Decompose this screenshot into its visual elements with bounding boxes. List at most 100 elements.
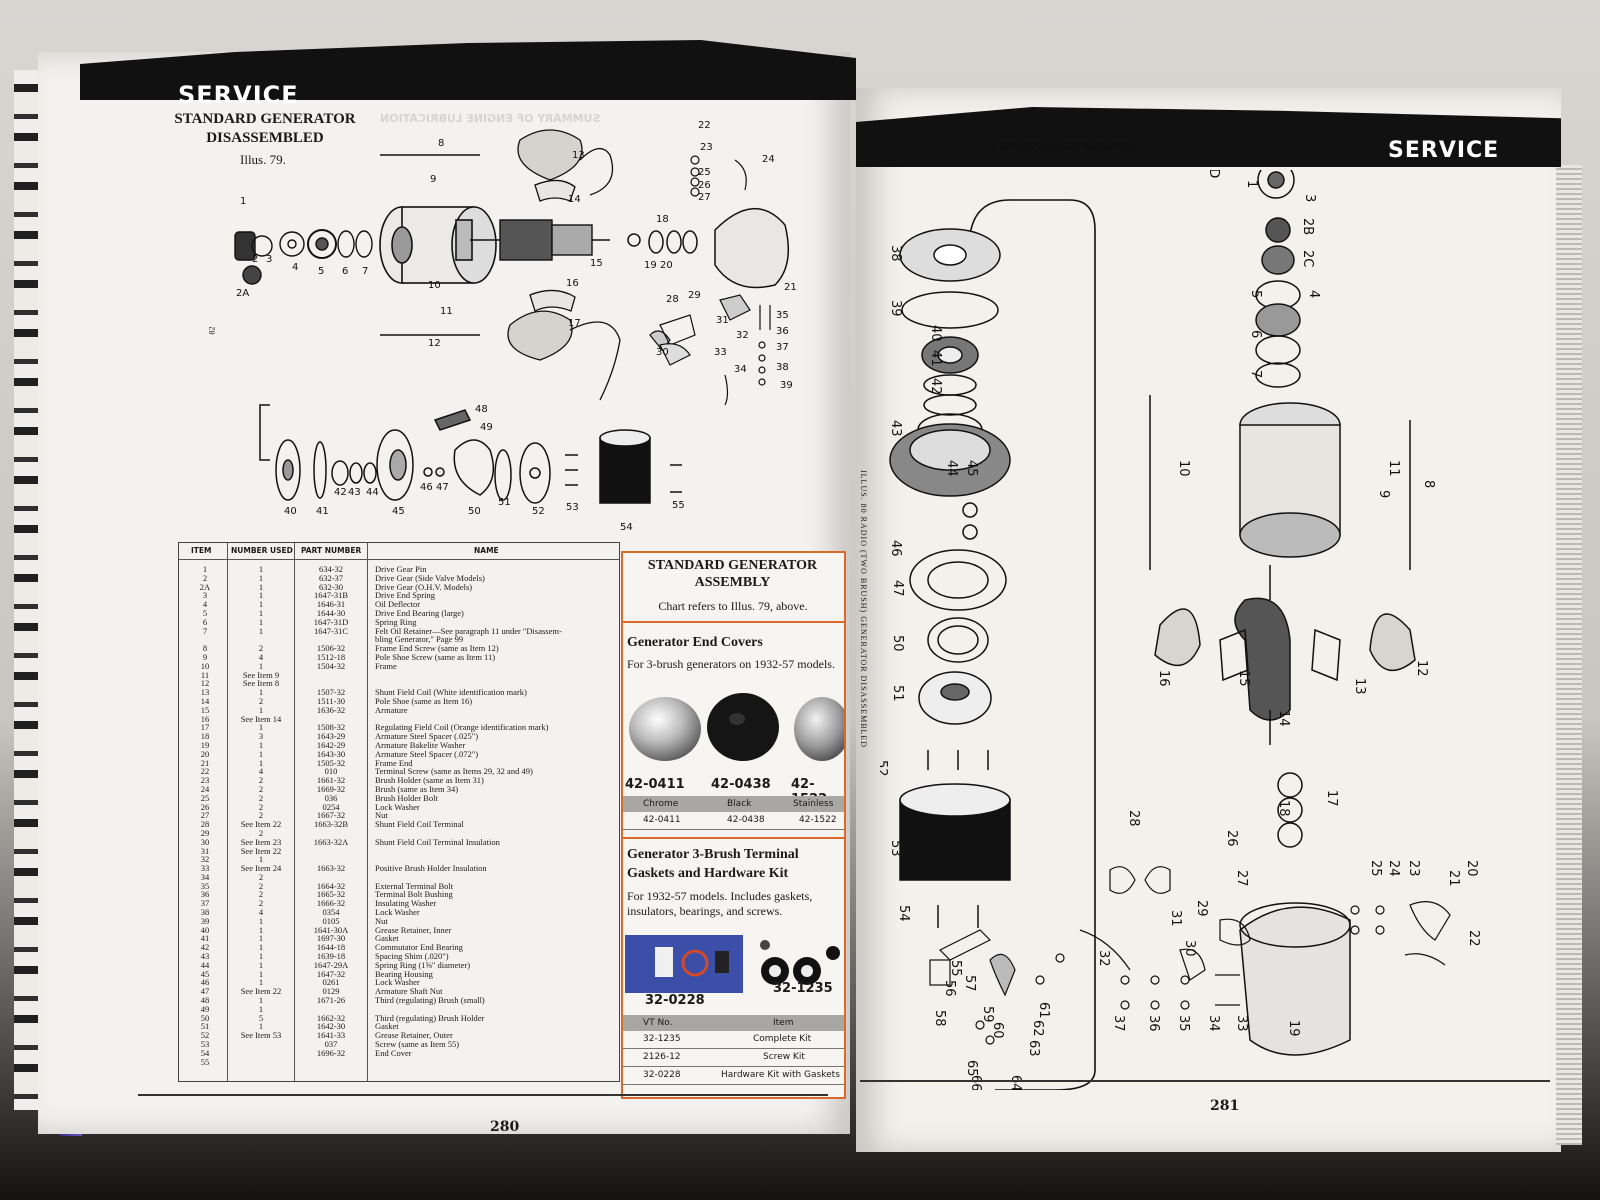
table-cell: 49 [200, 1003, 210, 1014]
callout-number: 39 [888, 300, 903, 317]
callout-number: 19 [1286, 1020, 1301, 1037]
table-cell: Drive End Bearing (large) [375, 607, 464, 618]
cover-table-cell: 42-0438 [727, 815, 765, 825]
kit-table-cell: Hardware Kit with Gaskets [721, 1070, 840, 1080]
callout-number: 28 [1126, 810, 1141, 827]
ad-section1-heading: Generator End Covers [627, 635, 763, 650]
table-cell: 54 [200, 1047, 210, 1058]
table-cell: 1669-32 [316, 783, 346, 794]
callout-number: 2D [1206, 170, 1221, 178]
callout-number: 12 [428, 338, 441, 349]
callout-number: 18 [1276, 800, 1291, 817]
table-cell: 1696-32 [316, 1047, 346, 1058]
table-cell: Drive Gear (O.H.V. Models) [375, 581, 473, 592]
table-cell: Insulating Washer [375, 898, 437, 909]
table-cell: See Item 53 [240, 1030, 282, 1041]
table-cell: 21 [200, 757, 210, 768]
left-header-label: SERVICE [178, 81, 299, 109]
callout-number: 43 [888, 420, 903, 437]
table-cell: 2 [258, 695, 264, 706]
callout-number: 6 [342, 266, 348, 277]
table-cell: 20 [200, 748, 210, 759]
drive-end-parts [234, 229, 373, 285]
callout-number: 35 [1176, 1015, 1191, 1032]
callout-number: 50 [890, 635, 905, 652]
table-cell: 9 [202, 651, 208, 662]
table-cell: 51 [200, 1021, 210, 1032]
table-cell: 40 [200, 924, 210, 935]
table-cell: 28 [200, 819, 210, 830]
callout-number: 55 [672, 500, 685, 511]
callout-number: 40 [928, 325, 943, 342]
table-cell: 10 [200, 660, 210, 671]
table-cell: Pole Shoe Screw (same as Item 11) [375, 651, 496, 662]
brush-hardware [649, 155, 771, 406]
callout-number: 30 [1182, 940, 1197, 957]
callout-number: 2B [1300, 218, 1315, 235]
table-cell: Shunt Field Coil Terminal Insulation [375, 836, 500, 847]
kit-table-cell: 32-1235 [643, 1034, 681, 1044]
table-cell: 34 [200, 871, 210, 882]
table-cell: 1 [258, 722, 264, 733]
table-cell: 2 [258, 775, 264, 786]
table-cell: 1 [258, 625, 264, 636]
callout-number: 23 [1406, 860, 1421, 877]
table-cell: Bearing Housing [375, 968, 433, 979]
table-cell: 1 [258, 572, 264, 583]
callout-number: 8 [438, 138, 444, 149]
table-cell: 1504-32 [316, 660, 346, 671]
callout-number: 10 [428, 280, 441, 291]
callout-number: 62 [1030, 1020, 1045, 1037]
callout-number: 16 [566, 278, 579, 289]
callout-number: 60 [990, 1022, 1005, 1039]
table-cell: 632-30 [318, 581, 344, 592]
callout-number: 59 [980, 1006, 995, 1023]
table-cell: Lock Washer [375, 907, 420, 918]
callout-number: 52 [532, 506, 545, 517]
callout-number: 39 [780, 380, 793, 391]
ad-divider [623, 837, 844, 839]
table-cell: Commutator End Bearing [375, 942, 463, 953]
table-cell: 2A [199, 581, 211, 592]
table-cell: Gasket [375, 1021, 399, 1032]
right-frame-and-drive [1149, 170, 1416, 1056]
table-cell: Third (regulating) Brush (small) [375, 995, 485, 1006]
table-cell: 0105 [322, 915, 340, 926]
callout-number: 35 [776, 310, 789, 321]
table-cell: 13 [200, 687, 210, 698]
table-cell: 1642-30 [316, 1021, 346, 1032]
table-cell: 23 [200, 775, 210, 786]
table-cell: 0254 [322, 801, 340, 812]
callout-number: 12 [1414, 660, 1429, 677]
table-header-rule [179, 559, 619, 560]
table-cell: 55 [200, 1056, 210, 1067]
table-cell: 25 [200, 792, 210, 803]
kit-table-cell: 2126-12 [643, 1052, 681, 1062]
table-cell: 1647-31B [314, 590, 348, 601]
chrome-cover [629, 697, 701, 761]
callout-number: 20 [1464, 860, 1479, 877]
table-cell: Regulating Field Coil (Orange identifica… [375, 722, 549, 733]
kit-table-cell: Screw Kit [763, 1052, 805, 1062]
table-cell: 19 [200, 739, 210, 750]
table-cell: Lock Washer [375, 977, 420, 988]
table-cell: 2 [258, 871, 264, 882]
callout-number: 7 [1248, 370, 1263, 378]
black-cover [707, 693, 779, 761]
callout-number: 32 [1096, 950, 1111, 967]
table-cell: See Item 9 [242, 669, 280, 680]
ad-divider [623, 621, 844, 623]
callout-number: 63 [1026, 1040, 1041, 1057]
callout-number: 66 [968, 1075, 983, 1090]
callout-number: 31 [716, 315, 729, 326]
callout-number: 1 [1244, 180, 1259, 188]
callout-number: 41 [928, 350, 943, 367]
callout-number: 25 [1368, 860, 1383, 877]
table-cell: 1 [258, 854, 264, 865]
product-ad-box: STANDARD GENERATOR ASSEMBLY Chart refers… [621, 551, 846, 1099]
table-cell: Terminal Bolt Bushing [375, 889, 453, 900]
callout-number: 42 [928, 378, 943, 395]
